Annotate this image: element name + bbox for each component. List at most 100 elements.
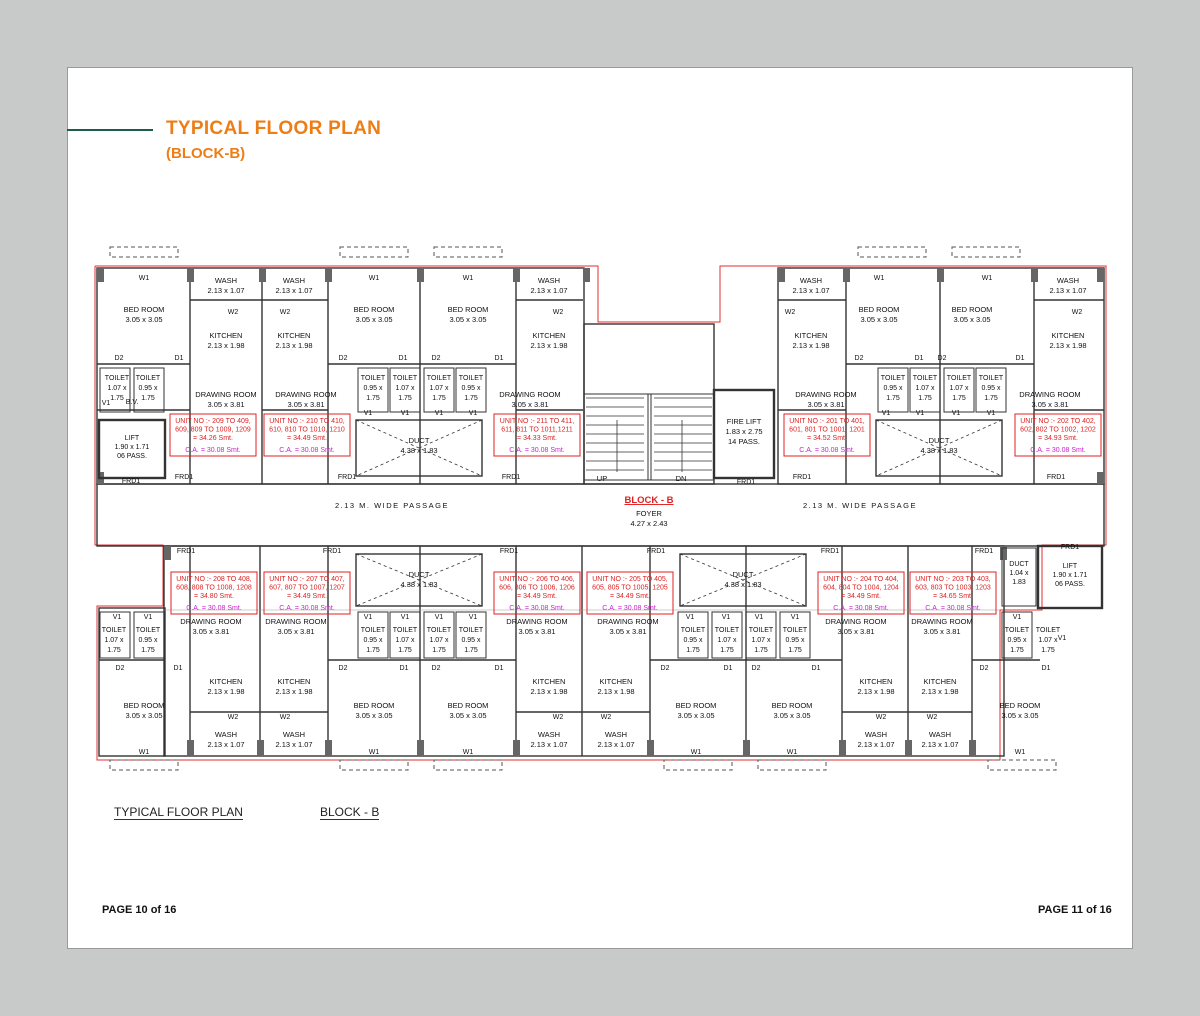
duct-size: 4.38 x 1.83 — [724, 580, 761, 589]
window-tag: W1 — [691, 749, 702, 756]
duct-diag — [875, 419, 1003, 477]
wash-label: WASH — [605, 730, 627, 739]
kitchen-label: 2.13 x 1.98 — [275, 341, 312, 350]
unit-box — [1014, 413, 1102, 457]
window-tag: W2 — [927, 714, 938, 721]
duct-box — [355, 553, 483, 607]
wash-label: 2.13 x 1.07 — [597, 740, 634, 749]
kitchen-label: KITCHEN — [600, 677, 633, 686]
window-tag: W2 — [228, 309, 239, 316]
ventilator-tag: V1 — [469, 410, 478, 417]
fire-lift-label: FIRE LIFT — [727, 417, 762, 426]
toilet-label: 1.07 x — [107, 385, 127, 392]
fire-door-tag: FRD1 — [1061, 544, 1079, 551]
column — [513, 740, 520, 756]
column — [417, 740, 424, 756]
unit-number: UNIT NO :- 208 TO 408, — [176, 576, 252, 583]
unit-number: = 34.26 Smt. — [193, 435, 233, 442]
page-title: TYPICAL FLOOR PLAN — [166, 118, 382, 139]
unit-box — [493, 571, 581, 615]
kitchen-label: 2.13 x 1.98 — [857, 687, 894, 696]
drawing-room-label: DRAWING ROOM — [275, 390, 336, 399]
carpet-area: C.A. = 30.08 Smt. — [925, 605, 980, 612]
toilet-label: 0.95 x — [363, 637, 383, 644]
toilet-label: 1.07 x — [395, 637, 415, 644]
drawing-room-label: DRAWING ROOM — [911, 617, 972, 626]
toilet-label: 1.07 x — [104, 637, 124, 644]
door-tag: D1 — [174, 665, 183, 672]
toilet-label: 0.95 x — [461, 385, 481, 392]
drawing-room-label: 3.05 x 3.81 — [923, 627, 960, 636]
unit-number: = 34.65 Smt. — [933, 593, 973, 600]
wash-label: 2.13 x 1.07 — [207, 286, 244, 295]
drawing-room-label: 3.05 x 3.81 — [837, 627, 874, 636]
door-tag: D2 — [432, 665, 441, 672]
bed-room-label: 3.05 x 3.05 — [1001, 711, 1038, 720]
column — [187, 740, 194, 756]
door-tag: D1 — [175, 355, 184, 362]
door-tag: D1 — [400, 665, 409, 672]
carpet-area: C.A. = 30.08 Smt. — [186, 605, 241, 612]
passage-label: 2.13 M. WIDE PASSAGE — [335, 501, 449, 510]
door-tag: D1 — [812, 665, 821, 672]
column — [778, 268, 785, 282]
toilet-label: TOILET — [105, 375, 130, 382]
toilet-label: 1.75 — [110, 395, 124, 402]
window-projection — [987, 759, 1057, 771]
wash-label: 2.13 x 1.07 — [530, 286, 567, 295]
passage-label: 2.13 M. WIDE PASSAGE — [803, 501, 917, 510]
kitchen-label: KITCHEN — [210, 677, 243, 686]
caption-typical-floor-plan: TYPICAL FLOOR PLAN — [114, 805, 243, 820]
bed-room-label: BED ROOM — [676, 701, 717, 710]
lift-box — [1036, 544, 1104, 610]
toilet-box — [975, 367, 1007, 413]
toilet-label: TOILET — [881, 375, 906, 382]
unit-box — [586, 571, 674, 615]
toilet-label: 0.95 x — [138, 385, 158, 392]
window-projection — [663, 759, 733, 771]
column — [1097, 472, 1104, 484]
page-number-right: PAGE 11 of 16 — [1038, 904, 1112, 916]
fire-door-tag: FRD1 — [122, 478, 140, 485]
kitchen-label: 2.13 x 1.98 — [1049, 341, 1086, 350]
bed-room-label: BED ROOM — [354, 701, 395, 710]
unit-number: UNIT NO :- 203 TO 403, — [915, 576, 991, 583]
kitchen-label: KITCHEN — [278, 331, 311, 340]
carpet-area: C.A. = 30.08 Smt. — [833, 605, 888, 612]
toilet-label: 1.75 — [107, 647, 121, 654]
toilet-label: TOILET — [979, 375, 1004, 382]
carpet-area: C.A. = 30.08 Smt. — [185, 447, 240, 454]
bed-room-label: BED ROOM — [859, 305, 900, 314]
foyer-label: FOYER — [636, 509, 662, 518]
bottom-left-toilets — [98, 607, 166, 757]
toilet-box — [455, 611, 487, 659]
toilet-box — [133, 367, 165, 413]
wash-label: 2.13 x 1.07 — [921, 740, 958, 749]
toilet-label: TOILET — [459, 375, 484, 382]
small-duct-label: DUCT — [1009, 561, 1029, 568]
kitchen-label: KITCHEN — [795, 331, 828, 340]
drawing-room-label: 3.05 x 3.81 — [1031, 400, 1068, 409]
carpet-area: C.A. = 30.08 Smt. — [602, 605, 657, 612]
toilet-box — [455, 367, 487, 413]
drawing-room-label: DRAWING ROOM — [1019, 390, 1080, 399]
drawing-room-label: 3.05 x 3.81 — [609, 627, 646, 636]
fire-door-tag: FRD1 — [647, 548, 665, 555]
toilet-label: 1.75 — [1041, 647, 1055, 654]
door-tag: D2 — [339, 355, 348, 362]
window-projection — [339, 759, 409, 771]
unit-number: UNIT NO :- 207 TO 407, — [269, 576, 345, 583]
window-tag: W1 — [874, 275, 885, 282]
kitchen-label: 2.13 x 1.98 — [921, 687, 958, 696]
toilet-label: 0.95 x — [981, 385, 1001, 392]
unit-number: = 34.52 Smt. — [807, 435, 847, 442]
toilet-box — [389, 611, 421, 659]
door-tag: D1 — [1042, 665, 1051, 672]
door-tag: D2 — [116, 665, 125, 672]
toilet-label: TOILET — [102, 627, 127, 634]
lift-label: 1.90 x 1.71 — [115, 444, 150, 451]
toilet-label: 1.75 — [141, 647, 155, 654]
drawing-room-label: DRAWING ROOM — [506, 617, 567, 626]
toilet-label: 1.75 — [366, 647, 380, 654]
